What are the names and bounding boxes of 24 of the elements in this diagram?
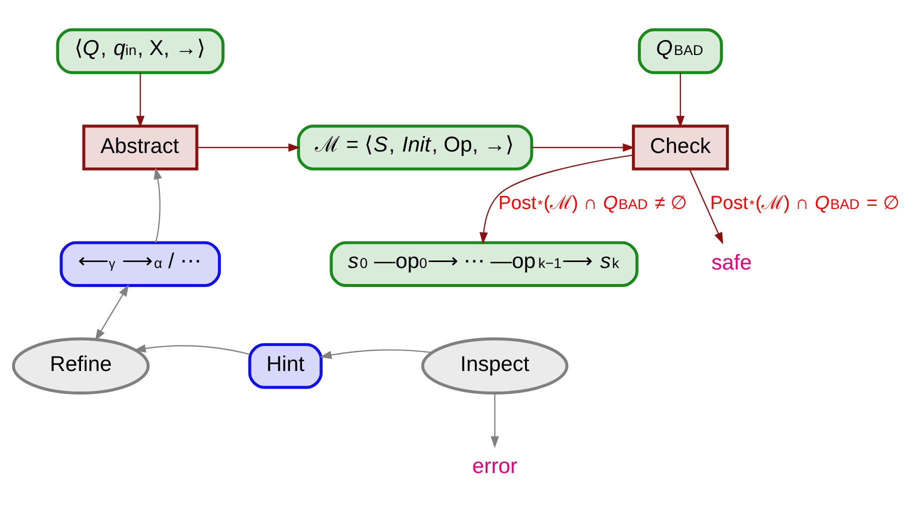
arrow: [154, 167, 162, 243]
node-box: QBAD: [638, 28, 723, 74]
arrow: [676, 72, 685, 128]
arrow: [689, 168, 724, 244]
arrow: [94, 284, 129, 342]
node-box: ⟨Q, qin, X, →⟩: [56, 28, 224, 74]
arrow: [134, 344, 250, 355]
arrow: [320, 349, 432, 360]
node-box: Abstract: [82, 124, 198, 170]
node-ellipse: Inspect: [421, 337, 568, 395]
arrow: [532, 143, 635, 152]
edge-label: Post*(ℳ) ∩ QBAD = ∅: [710, 193, 900, 214]
node-ellipse: Refine: [12, 337, 150, 395]
arrow: [479, 154, 634, 244]
node-text: safe: [711, 250, 752, 274]
node-box: Hint: [248, 343, 323, 389]
node-text: error: [472, 454, 518, 478]
node-box: ⟵γ ⟶α / ⋯: [60, 241, 221, 288]
arrow: [197, 143, 300, 152]
node-box: ℳ = ⟨S, Init, Op, →⟩: [297, 124, 534, 170]
edge-label: Post*(ℳ) ∩ QBAD ≠ ∅: [498, 193, 688, 214]
arrow: [490, 393, 499, 448]
node-box: Check: [632, 124, 729, 170]
arrow: [136, 72, 144, 128]
